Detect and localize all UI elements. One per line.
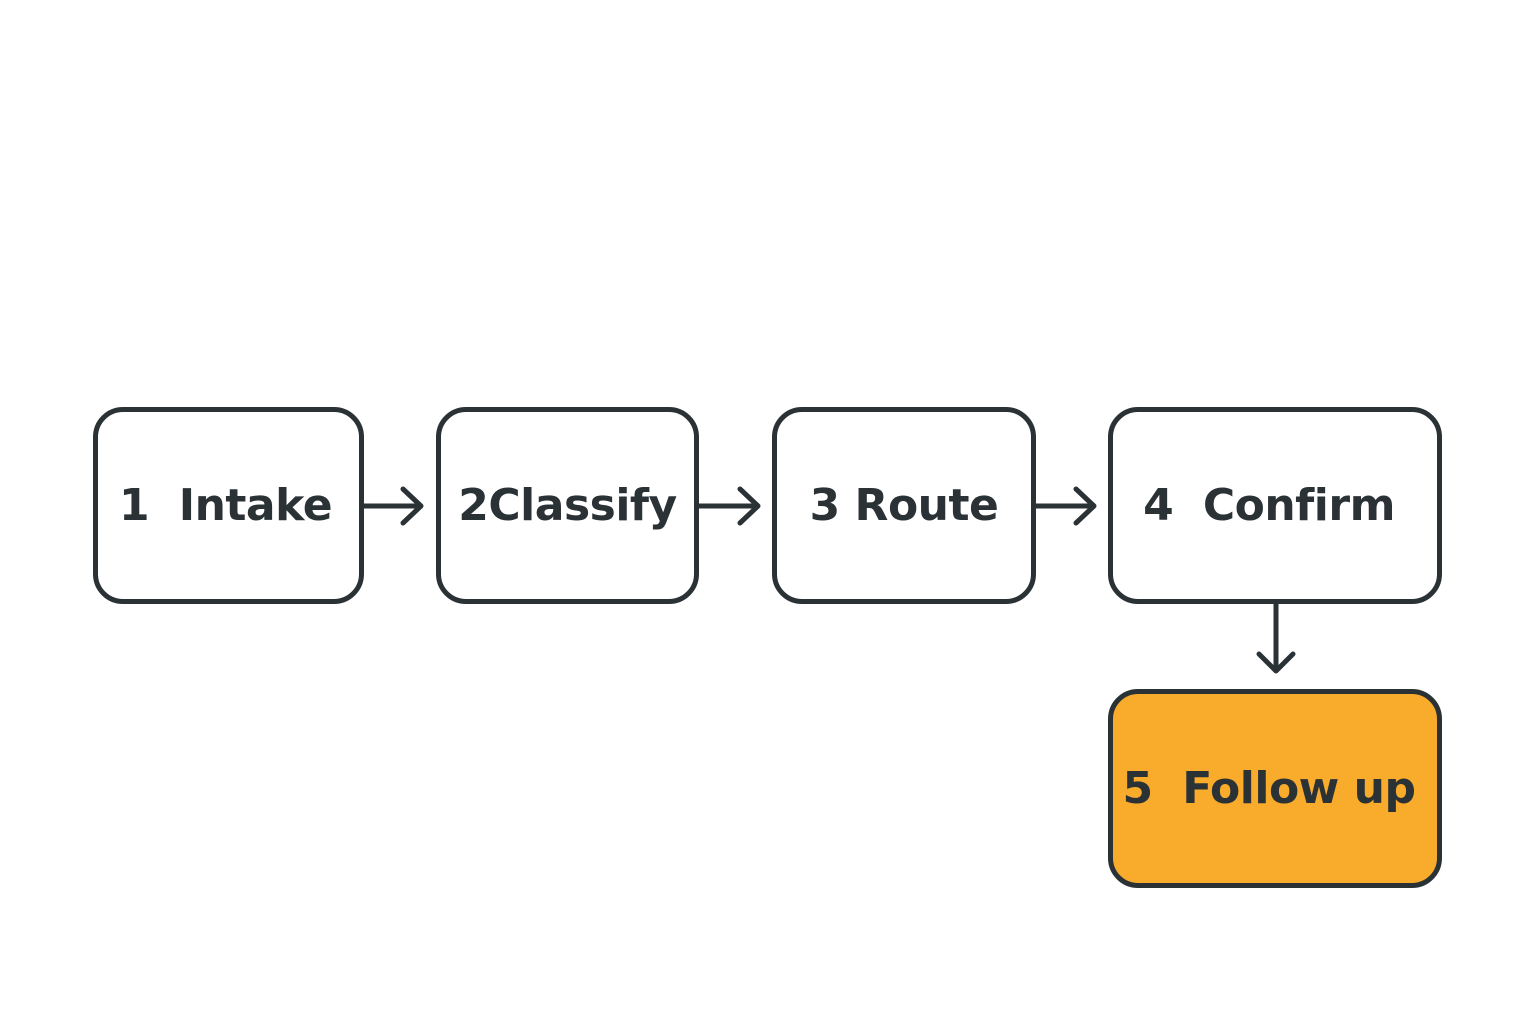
step-follow-up-label: 5 Follow up bbox=[1122, 763, 1416, 814]
step-classify-label: 2Classify bbox=[458, 480, 677, 531]
arrow-4-to-5 bbox=[1256, 601, 1296, 674]
step-classify-box: 2Classify bbox=[436, 407, 699, 604]
step-intake-label: 1 Intake bbox=[118, 480, 333, 531]
arrow-2-to-3 bbox=[696, 486, 761, 526]
arrow-1-to-2 bbox=[361, 486, 424, 526]
step-confirm-box: 4 Confirm bbox=[1108, 407, 1442, 604]
step-intake-box: 1 Intake bbox=[93, 407, 364, 604]
step-confirm-label: 4 Confirm bbox=[1143, 480, 1395, 531]
step-route-box: 3 Route bbox=[772, 407, 1036, 604]
arrow-3-to-4 bbox=[1033, 486, 1097, 526]
step-follow-up-box: 5 Follow up bbox=[1108, 689, 1442, 888]
step-route-label: 3 Route bbox=[809, 480, 999, 531]
